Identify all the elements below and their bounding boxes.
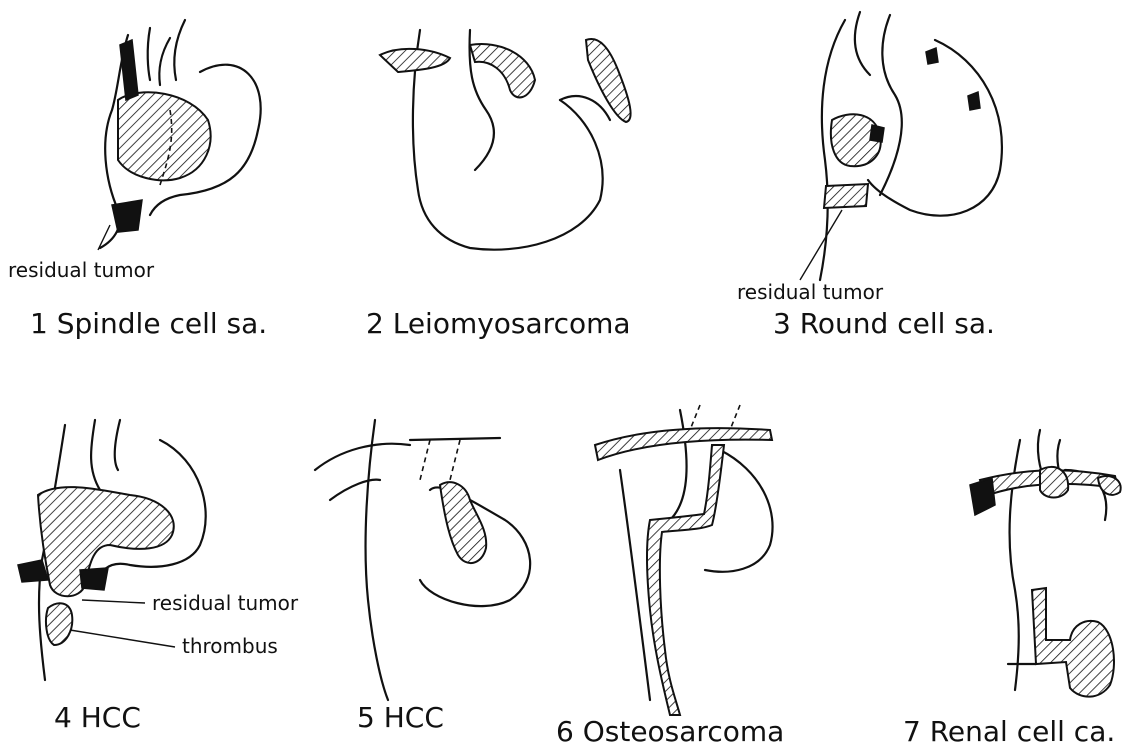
panel-1-drawing <box>98 20 261 250</box>
panel-4-caption: 4 HCC <box>54 701 141 734</box>
panel-4-thrombus-label: thrombus <box>182 634 278 658</box>
panel-6-caption: 6 Osteosarcoma <box>556 715 784 748</box>
panel-1-caption: 1 Spindle cell sa. <box>30 307 267 340</box>
panel-7-drawing <box>970 430 1121 697</box>
panel-1-residual-tumor-label: residual tumor <box>8 258 155 282</box>
panel-2-caption: 2 Leiomyosarcoma <box>366 307 631 340</box>
panel-4-drawing <box>18 420 206 680</box>
panel-6-drawing <box>595 405 773 715</box>
panel-5-drawing <box>315 420 530 700</box>
panel-3-drawing <box>800 12 1002 280</box>
panel-3-caption: 3 Round cell sa. <box>773 307 995 340</box>
panel-2-drawing <box>380 30 631 250</box>
panel-4-residual-tumor-label: residual tumor <box>152 591 299 615</box>
panel-7-caption: 7 Renal cell ca. <box>903 715 1115 748</box>
panel-5-caption: 5 HCC <box>357 701 444 734</box>
panel-3-residual-tumor-label: residual tumor <box>737 280 884 304</box>
